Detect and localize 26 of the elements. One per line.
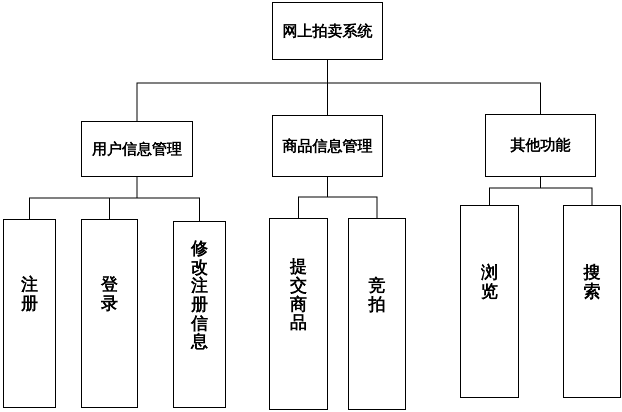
module-label: 其他功能 (510, 136, 570, 155)
module-label: 用户信息管理 (92, 140, 182, 158)
module-box (81, 219, 138, 408)
module-label: 注册 (21, 276, 38, 314)
module-label: 竞拍 (368, 276, 386, 314)
module-label: 网上拍卖系统 (282, 22, 372, 40)
module-box (485, 114, 596, 177)
module-label: 修改注册信息 (191, 240, 208, 352)
module-label: 登录 (101, 276, 118, 314)
module-label: 浏览 (481, 264, 498, 302)
module-box (272, 115, 383, 177)
module-label: 搜索 (584, 264, 600, 302)
connector-line (327, 176, 378, 218)
module-box (81, 121, 193, 177)
connector-line (327, 60, 541, 114)
module-box (348, 218, 406, 410)
module-box (269, 218, 328, 410)
module-box (173, 221, 226, 408)
module-box (3, 219, 56, 408)
connector-line (136, 176, 200, 222)
connector-line (540, 176, 592, 206)
module-box (272, 2, 383, 60)
module-box (563, 205, 621, 398)
module-label: 商品信息管理 (282, 136, 372, 156)
module-label: 提交商品 (290, 258, 307, 333)
module-box (460, 205, 519, 398)
